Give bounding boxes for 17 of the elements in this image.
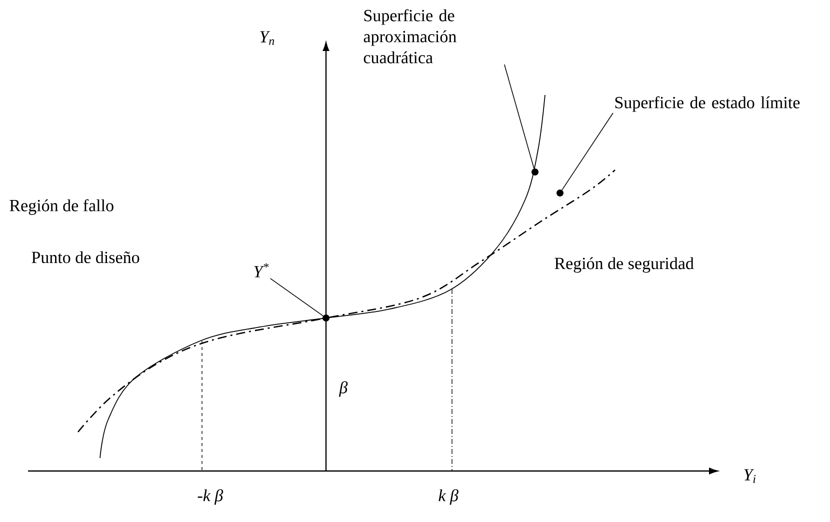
point-marker	[556, 190, 564, 196]
dimension-label: -k β	[198, 489, 224, 505]
dimension-label: k β	[438, 489, 458, 505]
dimension-label: β	[338, 381, 348, 397]
axis-label: Y$_{n}$	[260, 31, 274, 45]
point-marker	[532, 168, 538, 176]
point-label: Punto de diseño	[32, 251, 140, 264]
axis-label: Y$_{i}$	[744, 469, 756, 483]
region-label: Región de seguridad	[554, 257, 694, 273]
point-marker	[322, 314, 330, 322]
leader-line	[562, 112, 614, 190]
point-label: Y$^{*}$	[254, 263, 269, 278]
region-label: Región de fallo	[10, 199, 114, 215]
leader-line	[270, 278, 324, 316]
leader-line	[504, 64, 534, 169]
callout-text: Superficie de aproximación cuadrática	[364, 9, 456, 64]
callout-text: Superficie de estado límite	[615, 96, 800, 112]
